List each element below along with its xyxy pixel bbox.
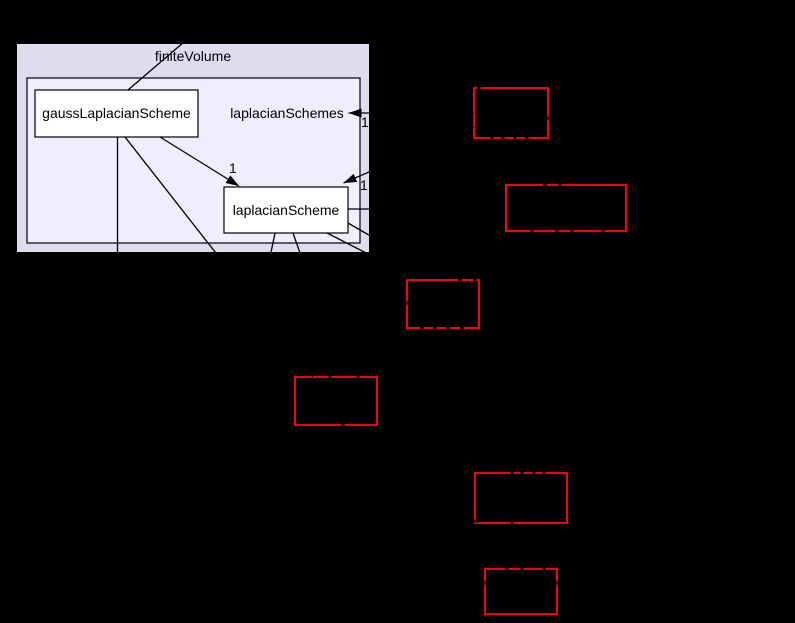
edge-stub [328,373,332,381]
node-gausslaplacianscheme-label: gaussLaplacianScheme [42,105,191,121]
edge-stub [341,421,345,429]
edge-stub [458,276,462,284]
edge-stub [356,373,360,381]
node-laplacianscheme[interactable]: laplacianScheme [223,186,349,234]
dependency-boxes [294,87,627,615]
edge-stub [532,469,536,477]
edge-stub [543,181,547,189]
edge-stub [501,134,505,142]
edge-laplacianscheme-to-dep4 [292,232,344,377]
edge-dep1-to-laplacianscheme [343,126,475,184]
edge-stub [513,134,517,142]
edge-stub [510,519,514,527]
edge-stub [553,581,561,585]
edge-stub [570,227,574,235]
cluster-label-laplacianschemes[interactable]: laplacianSchemes [230,105,344,121]
edge-stub [477,84,481,92]
edge-stub [471,519,479,523]
edge-laplacianscheme-to-dep3-b [326,232,418,280]
edge-stub [490,134,494,142]
edge-label-1a: 1 [229,160,237,176]
edge-stub [544,116,552,120]
edge-stub [433,324,437,332]
edge-stub [520,565,524,573]
edge-stub [530,227,534,235]
edge-stub [601,227,605,235]
cluster-label-finitevolume[interactable]: finiteVolume [155,48,231,64]
edge-gauss-to-dep4 [124,136,314,378]
edge-stub [510,469,514,477]
edge-laplacianscheme-down [257,232,276,316]
edge-stub [555,227,559,235]
edge-stub [420,324,424,332]
dependency-box-2[interactable] [505,184,627,232]
edge-gauss-up [127,0,234,91]
edge-gauss-to-laplacianscheme [159,136,240,187]
edge-stub [558,181,562,189]
edge-stub [520,469,524,477]
edges [116,0,505,430]
node-laplacianscheme-label: laplacianScheme [233,202,340,218]
edge-label-1c: 1 [360,177,368,193]
edge-stub [542,565,546,573]
node-gausslaplacianscheme-box[interactable] [34,89,199,138]
node-gausslaplacianscheme[interactable]: gaussLaplacianScheme [34,89,199,138]
edge-laplacianscheme-to-dep3-a [347,222,446,280]
node-laplacianscheme-box[interactable] [223,186,349,234]
edge-stub [525,134,529,142]
edge-stub [403,301,411,305]
edge-stub [446,324,450,332]
edge-stub [542,469,546,477]
edge-stub [481,581,489,585]
edge-stubs [328,84,605,585]
edge-stub [473,276,477,284]
edge-stub [505,565,509,573]
edge-stub [460,324,464,332]
edge-label-1b: 1 [361,114,369,130]
dependency-box-4[interactable] [294,376,378,426]
